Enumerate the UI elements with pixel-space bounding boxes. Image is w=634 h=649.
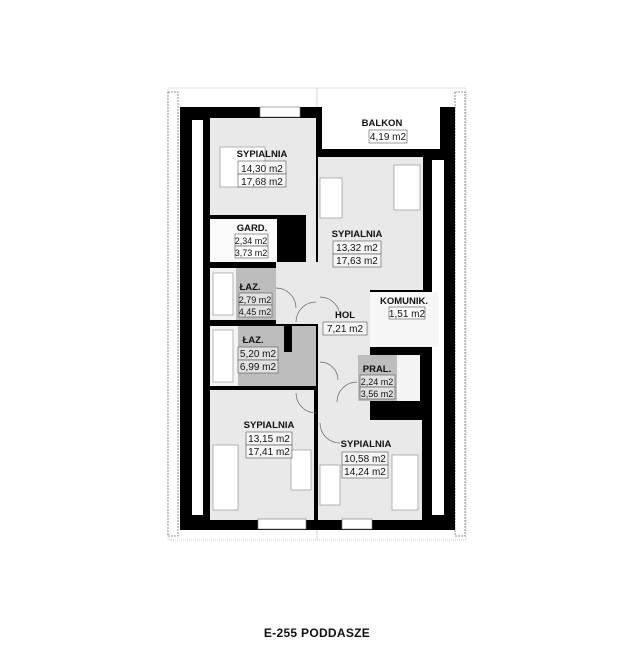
svg-text:2,79 m2: 2,79 m2 (239, 295, 272, 305)
svg-text:BALKON: BALKON (362, 118, 403, 129)
window (341, 518, 373, 530)
window (257, 518, 307, 530)
svg-text:4,19 m2: 4,19 m2 (370, 132, 407, 143)
svg-text:6,99 m2: 6,99 m2 (240, 362, 277, 373)
svg-text:17,68 m2: 17,68 m2 (241, 177, 283, 188)
brick-right (454, 91, 466, 537)
svg-text:13,32 m2: 13,32 m2 (336, 243, 378, 254)
room-komunik (370, 292, 439, 347)
svg-text:PRAL.: PRAL. (363, 364, 392, 375)
svg-text:SYPIALNIA: SYPIALNIA (332, 229, 383, 240)
svg-text:4,45 m2: 4,45 m2 (239, 307, 272, 317)
svg-text:2,24 m2: 2,24 m2 (361, 377, 394, 387)
svg-text:SYPIALNIA: SYPIALNIA (244, 420, 295, 431)
svg-text:7,21 m2: 7,21 m2 (327, 324, 364, 335)
room-labels: SYPIALNIA 14,30 m2 17,68 m2 BALKON 4,19 … (234, 118, 428, 479)
svg-text:2,34 m2: 2,34 m2 (235, 236, 268, 246)
svg-text:17,63 m2: 17,63 m2 (336, 256, 378, 267)
doors (275, 287, 358, 444)
svg-text:1,51 m2: 1,51 m2 (389, 309, 426, 320)
svg-text:HOL: HOL (335, 310, 355, 321)
svg-text:14,30 m2: 14,30 m2 (241, 164, 283, 175)
svg-text:ŁAZ.: ŁAZ. (239, 282, 260, 293)
svg-text:3,73 m2: 3,73 m2 (235, 248, 268, 258)
svg-text:GARD.: GARD. (237, 223, 268, 234)
svg-text:KOMUNIK.: KOMUNIK. (380, 296, 428, 307)
svg-text:17,41 m2: 17,41 m2 (248, 447, 290, 458)
svg-text:10,58 m2: 10,58 m2 (344, 454, 386, 465)
svg-text:ŁAZ.: ŁAZ. (242, 335, 263, 346)
svg-text:3,56 m2: 3,56 m2 (361, 389, 394, 399)
plan-title: E-255 PODDASZE (263, 626, 371, 640)
knee-wall-left (192, 120, 203, 515)
furniture (212, 146, 421, 511)
svg-text:14,24 m2: 14,24 m2 (344, 467, 386, 478)
svg-text:13,15 m2: 13,15 m2 (248, 434, 290, 445)
svg-text:5,20 m2: 5,20 m2 (240, 349, 277, 360)
window (259, 106, 301, 118)
brick-left (167, 91, 179, 537)
svg-text:SYPIALNIA: SYPIALNIA (341, 439, 392, 450)
svg-text:SYPIALNIA: SYPIALNIA (237, 149, 288, 160)
